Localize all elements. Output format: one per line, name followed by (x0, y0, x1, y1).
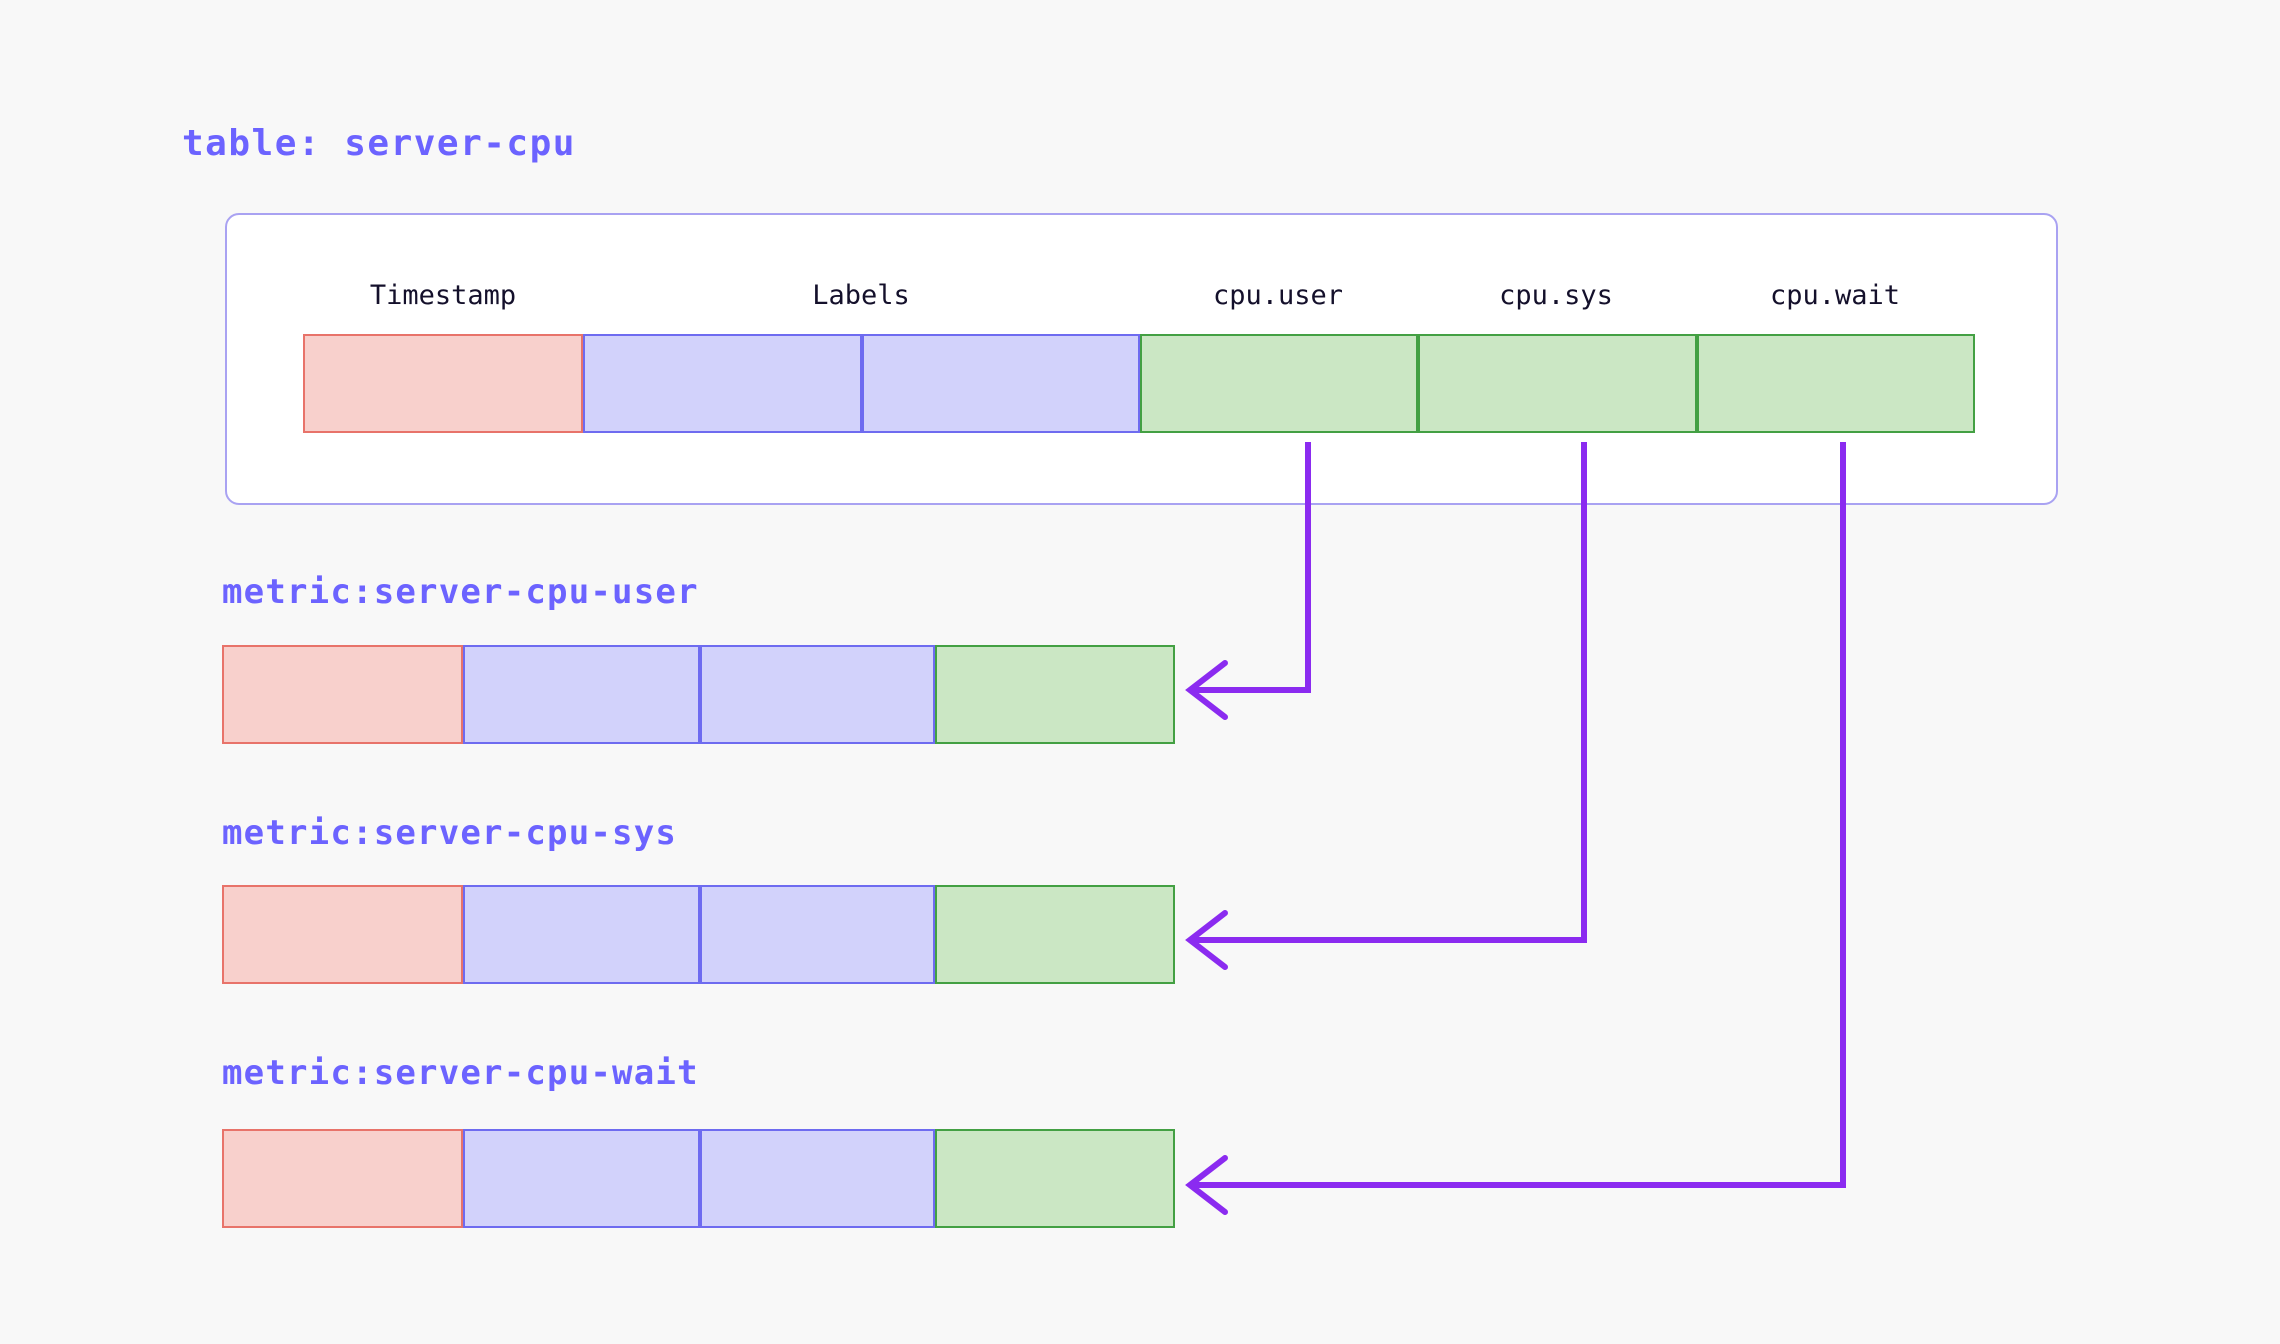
column-header-cpu-wait: cpu.wait (1769, 280, 1901, 311)
connector-cpu-wait (1193, 442, 1846, 1188)
metric-cell-timestamp (222, 1129, 463, 1228)
metric-cell-timestamp (222, 885, 463, 984)
metric-cell-value (935, 885, 1175, 984)
metric-cell-value (935, 645, 1175, 744)
table-title: table: server-cpu (182, 123, 576, 164)
metric-cell-labels-1 (463, 1129, 700, 1228)
connector-cpu-sys (1193, 442, 1587, 943)
column-header-timestamp: Timestamp (369, 280, 517, 311)
metric-cell-value (935, 1129, 1175, 1228)
table-cell-labels-2 (862, 334, 1140, 433)
arrowhead-cpu-wait (1185, 1155, 1228, 1215)
column-header-labels: Labels (812, 280, 910, 311)
table-cell-cpu-wait (1697, 334, 1975, 433)
metric-cell-labels-2 (700, 1129, 935, 1228)
column-header-cpu-user: cpu.user (1212, 280, 1344, 311)
metric-cell-labels-2 (700, 885, 935, 984)
table-cell-labels-1 (583, 334, 862, 433)
metric-title-server-cpu-user: metric:server-cpu-user (222, 572, 699, 612)
metric-cell-labels-2 (700, 645, 935, 744)
table-cell-cpu-user (1140, 334, 1418, 433)
metric-title-server-cpu-wait: metric:server-cpu-wait (222, 1053, 699, 1093)
metric-title-server-cpu-sys: metric:server-cpu-sys (222, 813, 678, 853)
metric-cell-labels-1 (463, 885, 700, 984)
column-header-cpu-sys: cpu.sys (1499, 280, 1613, 311)
arrowhead-cpu-user (1185, 660, 1228, 720)
table-cell-timestamp (303, 334, 583, 433)
arrowhead-cpu-sys (1185, 910, 1228, 970)
metric-cell-labels-1 (463, 645, 700, 744)
metric-cell-timestamp (222, 645, 463, 744)
table-cell-cpu-sys (1418, 334, 1697, 433)
